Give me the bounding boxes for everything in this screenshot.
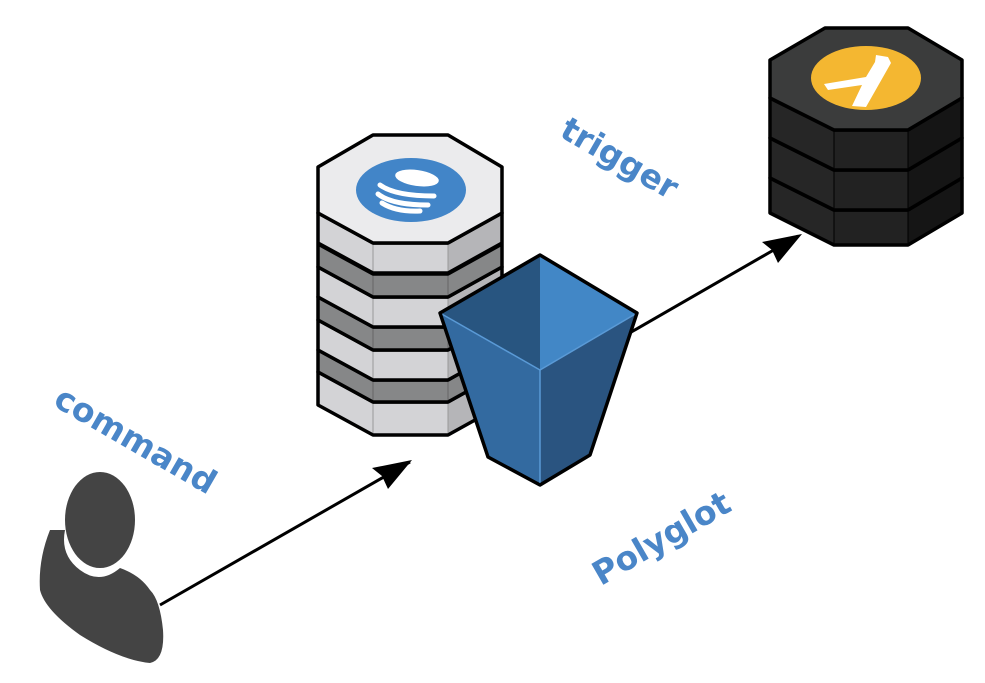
lambda-slab xyxy=(768,136,964,212)
command-arrowhead xyxy=(372,460,412,489)
event-store-top xyxy=(316,133,504,245)
lambda-server-stack-icon xyxy=(768,96,964,247)
command-label: command xyxy=(48,378,224,502)
lambda-glyph-icon xyxy=(824,55,891,107)
trigger-arrowhead xyxy=(762,234,802,263)
polyglot-label: Polyglot xyxy=(585,483,737,593)
command-arrow xyxy=(159,460,411,607)
user-icon xyxy=(39,472,164,663)
trigger-arrow xyxy=(599,234,799,352)
bucket-icon xyxy=(438,253,639,487)
lambda-top xyxy=(768,26,964,132)
event-store-logo-stripes xyxy=(375,169,439,214)
event-store-band xyxy=(316,242,504,299)
trigger-label: trigger xyxy=(554,109,686,208)
